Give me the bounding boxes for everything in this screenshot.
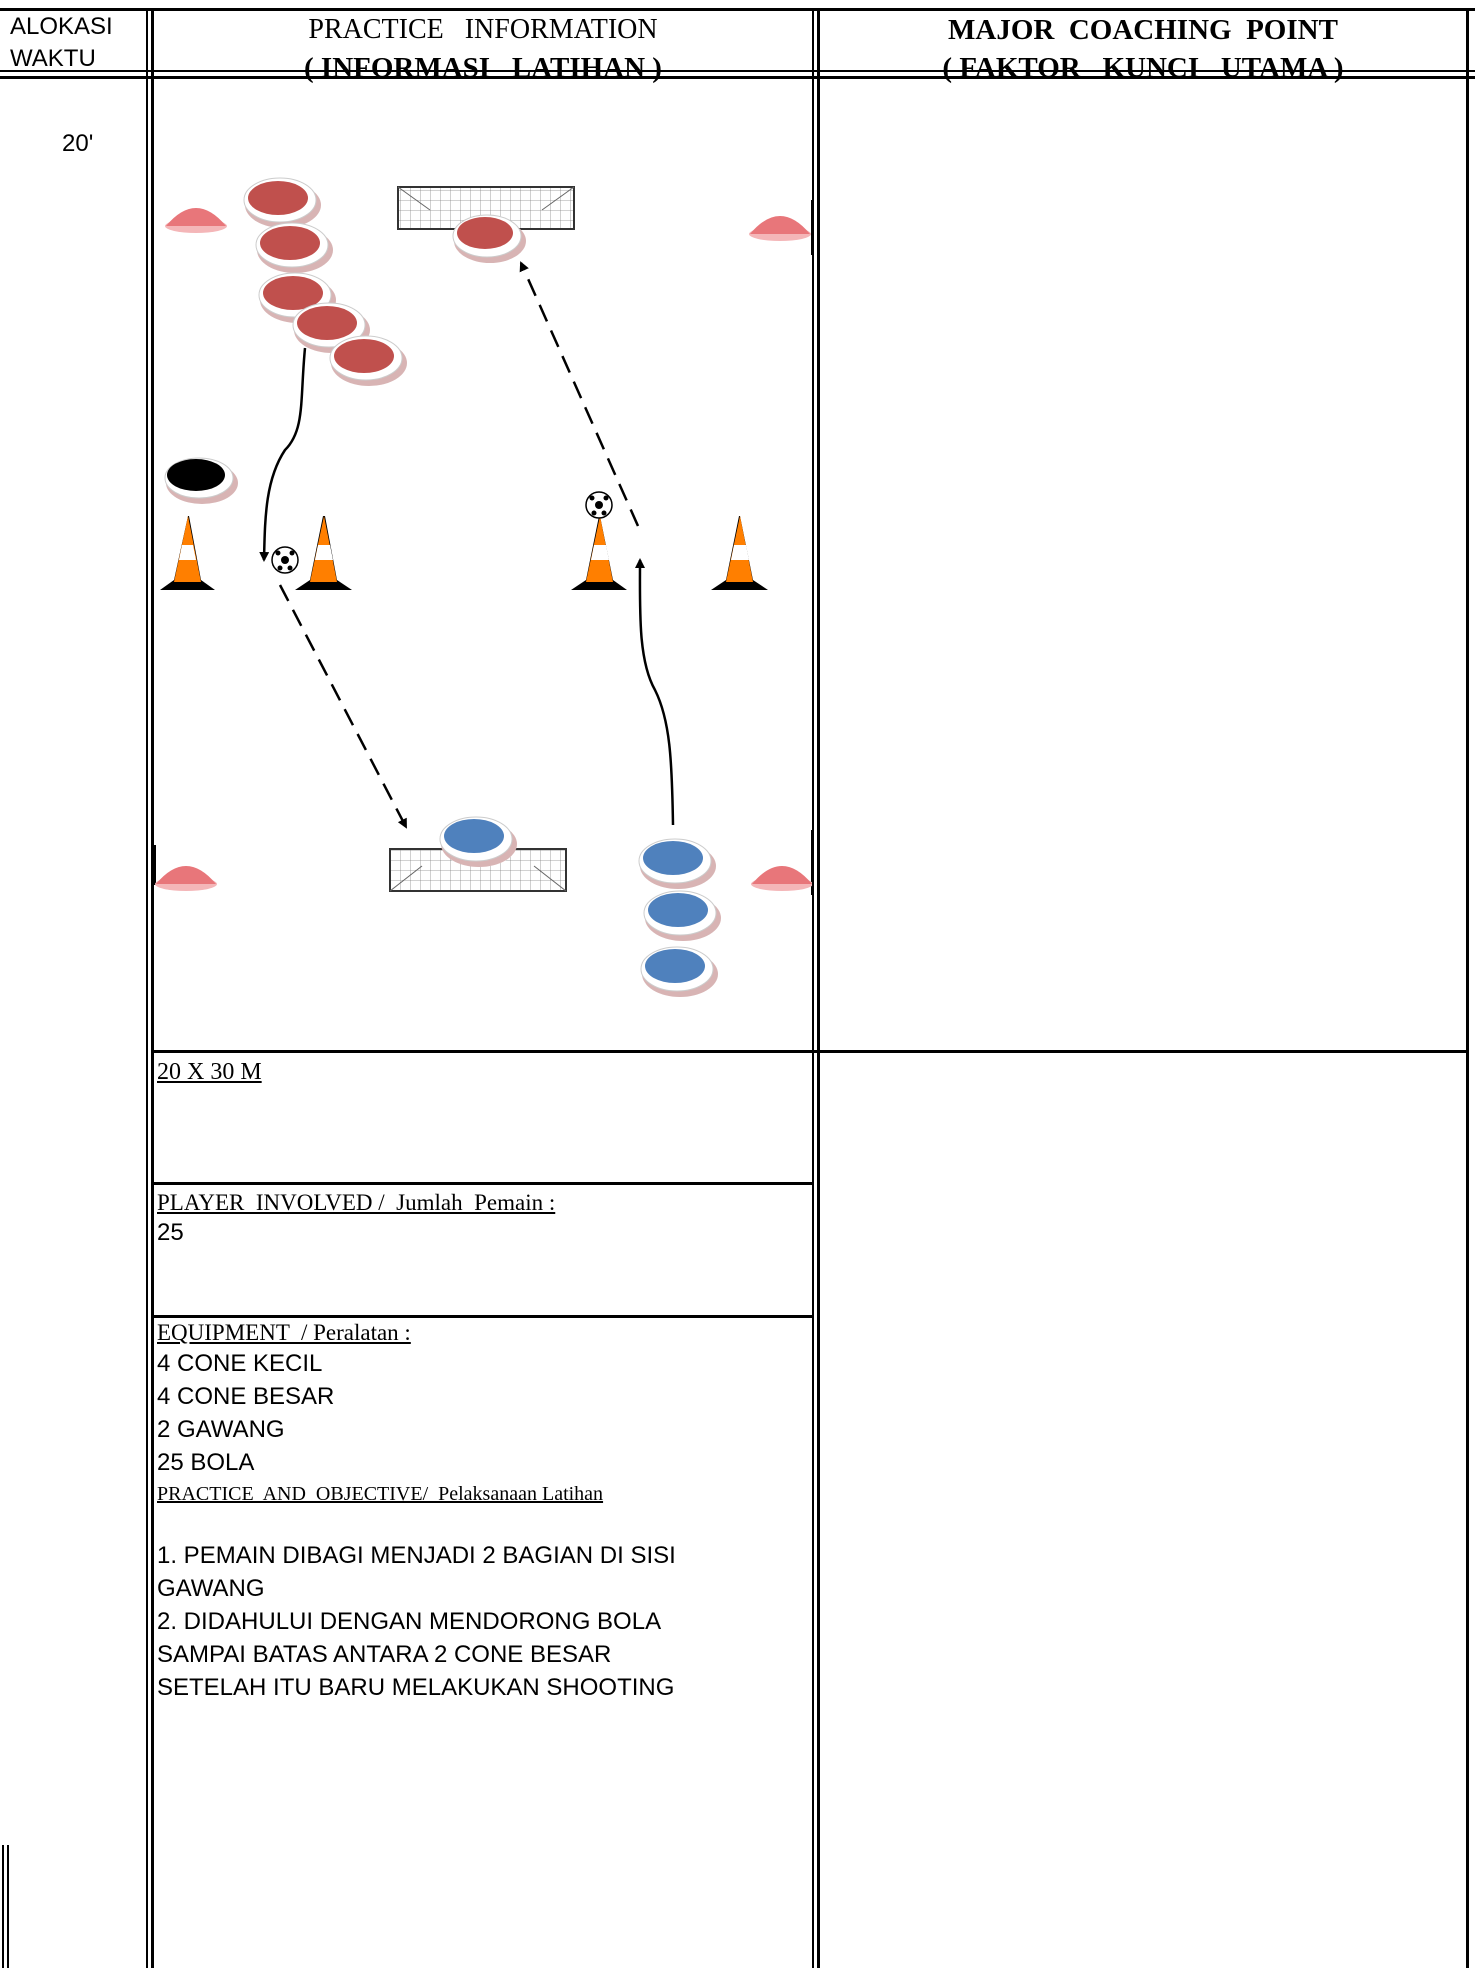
player-disc-blue-2: [643, 890, 721, 941]
small-cone-marker-bottom-left: [155, 866, 217, 891]
large-traffic-cone-2: [295, 516, 352, 590]
soccer-ball-right: [585, 491, 613, 519]
header-alokasi: ALOKASI: [10, 13, 113, 40]
curved-dribble-arrow-left: [259, 347, 307, 562]
header-waktu: WAKTU: [10, 45, 96, 72]
large-traffic-cone-4: [711, 516, 768, 590]
player-disc-red-4: [292, 302, 370, 353]
equipment-item: 4 CONE KECIL: [157, 1350, 323, 1377]
header-col-time: ALOKASI WAKTU: [10, 11, 142, 75]
header-coaching-title: MAJOR COACHING POINT: [948, 14, 1338, 46]
large-traffic-cone-1: [160, 516, 215, 590]
practice-line: 2. DIDAHULUI DENGAN MENDORONG BOLA: [157, 1608, 662, 1635]
curved-dribble-arrow-right: [634, 558, 675, 826]
header-practice-subtitle: ( INFORMASI LATIHAN ): [304, 52, 662, 84]
player-disc-red-goalkeeper: [452, 214, 526, 263]
practice-diagram: [154, 177, 812, 997]
player-disc-red-5: [329, 335, 407, 386]
practice-line: 1. PEMAIN DIBAGI MENJADI 2 BAGIAN DI SIS…: [157, 1542, 676, 1569]
field-size: 20 X 30 M: [157, 1059, 262, 1085]
header-coaching-subtitle: ( FAKTOR KUNCI UTAMA ): [942, 52, 1344, 84]
header-practice-info: PRACTICE INFORMATION ( INFORMASI LATIHAN…: [154, 11, 812, 87]
player-disc-red-1: [243, 177, 321, 228]
practice-line: SETELAH ITU BARU MELAKUKAN SHOOTING: [157, 1674, 675, 1701]
practice-line: GAWANG: [157, 1575, 265, 1602]
player-disc-red-3: [258, 272, 336, 323]
equipment-section: EQUIPMENT / Peralatan : 4 CONE KECIL 4 C…: [157, 1318, 807, 1704]
practice-line: SAMPAI BATAS ANTARA 2 CONE BESAR: [157, 1641, 612, 1668]
time-allocation: 20': [62, 130, 94, 157]
small-cone-marker-top-left: [165, 208, 227, 233]
equipment-item: 4 CONE BESAR: [157, 1383, 335, 1410]
soccer-ball-left: [271, 546, 299, 574]
player-disc-blue-3: [640, 946, 718, 997]
dashed-pass-arrow-right: [519, 261, 640, 527]
equipment-item: 2 GAWANG: [157, 1416, 285, 1443]
players-section: PLAYER INVOLVED / Jumlah Pemain : 25: [157, 1188, 807, 1249]
player-disc-red-2: [255, 222, 333, 273]
header-coaching-point: MAJOR COACHING POINT ( FAKTOR KUNCI UTAM…: [820, 11, 1466, 87]
player-disc-blue-1: [638, 838, 716, 889]
dashed-pass-arrow-left: [278, 584, 408, 829]
equipment-item: 25 BOLA: [157, 1449, 255, 1476]
player-disc-blue-goalkeeper: [439, 816, 517, 867]
header-practice-title: PRACTICE INFORMATION: [308, 14, 658, 45]
player-disc-coach: [164, 457, 238, 504]
large-traffic-cone-3: [571, 516, 627, 590]
players-value: 25: [157, 1219, 184, 1246]
small-cone-marker-top-right: [749, 216, 811, 241]
practice-label: PRACTICE AND OBJECTIVE/ Pelaksanaan Lati…: [157, 1483, 604, 1505]
small-cone-marker-bottom-right: [751, 866, 812, 891]
players-label: PLAYER INVOLVED / Jumlah Pemain :: [157, 1190, 556, 1215]
equipment-label: EQUIPMENT / Peralatan :: [157, 1320, 411, 1345]
